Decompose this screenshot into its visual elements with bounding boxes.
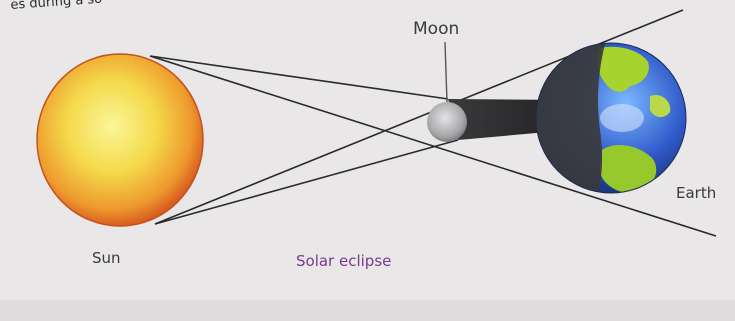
moon-label: Moon [413,19,459,39]
bottom-band [0,300,735,321]
earth-label: Earth [676,184,716,202]
sun-label: Sun [92,249,121,267]
sun-icon [37,54,203,226]
diagram-title: Solar eclipse [296,252,391,270]
